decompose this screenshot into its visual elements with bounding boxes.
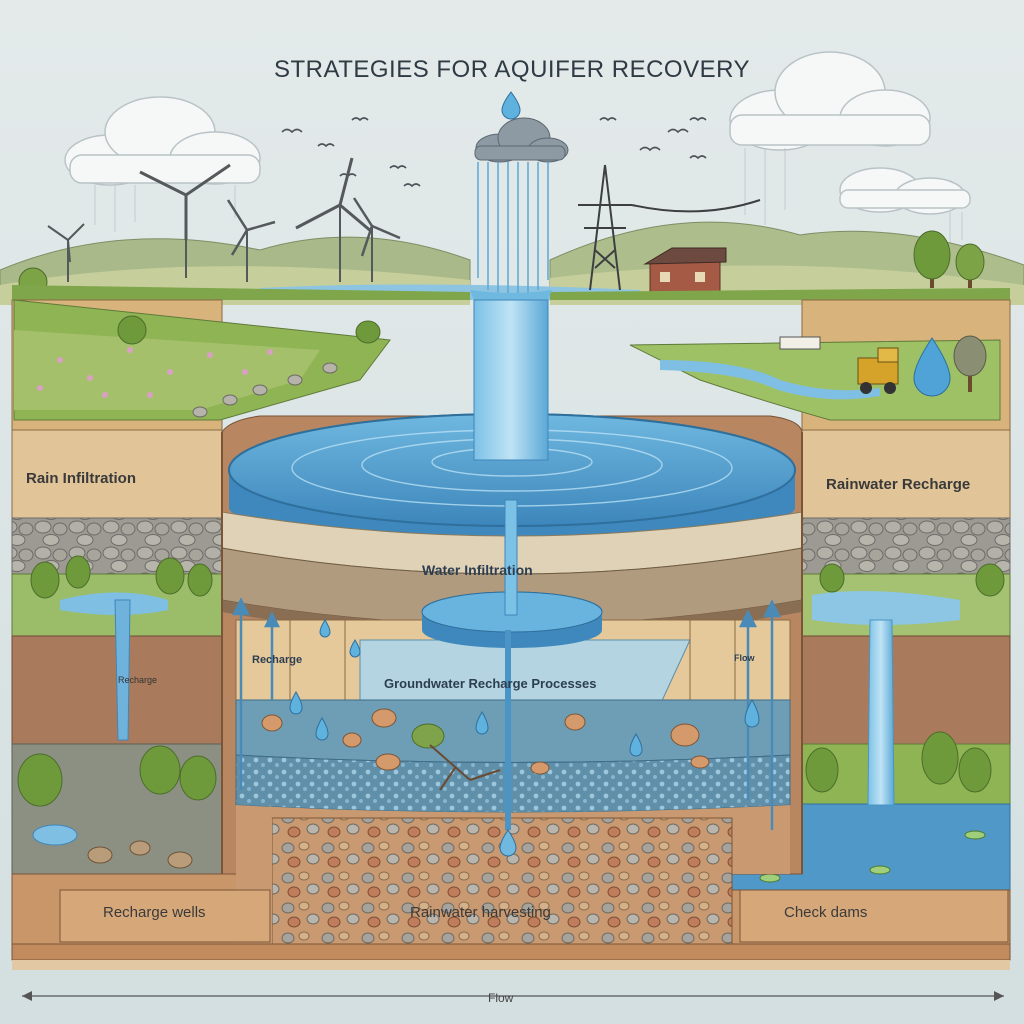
label-rainwater-recharge: Rainwater Recharge bbox=[826, 476, 971, 493]
tree-icon bbox=[805, 563, 1005, 793]
label-small-side: Recharge bbox=[118, 675, 158, 685]
label-small-left: Recharge bbox=[252, 654, 303, 666]
tree-icon bbox=[411, 723, 445, 749]
page-title: STRATEGIES FOR AQUIFER RECOVERY bbox=[273, 56, 751, 83]
label-rainwater-harvesting: Rainwater harvesting bbox=[410, 904, 551, 921]
label-small-right: Flow bbox=[734, 653, 755, 663]
tree-icon bbox=[953, 335, 987, 392]
tree-icon bbox=[17, 555, 217, 807]
label-recharge-processes: Groundwater Recharge Processes bbox=[384, 676, 597, 691]
tree-icon bbox=[117, 315, 381, 345]
wind-turbine-icon bbox=[47, 157, 401, 282]
water-drop-icon bbox=[913, 337, 951, 397]
label-rain-infiltration: Rain Infiltration bbox=[26, 470, 136, 487]
cloud-icon bbox=[474, 117, 569, 163]
label-check-dams: Check dams bbox=[784, 904, 868, 921]
label-recharge-wells: Recharge wells bbox=[103, 904, 206, 921]
power-pylon-icon bbox=[578, 164, 761, 291]
cloud-icon bbox=[729, 51, 971, 215]
truck-icon bbox=[857, 347, 899, 394]
water-drop-icon bbox=[289, 619, 760, 757]
label-water-infiltration: Water Infiltration bbox=[422, 562, 533, 578]
water-drop-icon bbox=[501, 91, 521, 120]
axis-label: Flow bbox=[488, 991, 514, 1005]
